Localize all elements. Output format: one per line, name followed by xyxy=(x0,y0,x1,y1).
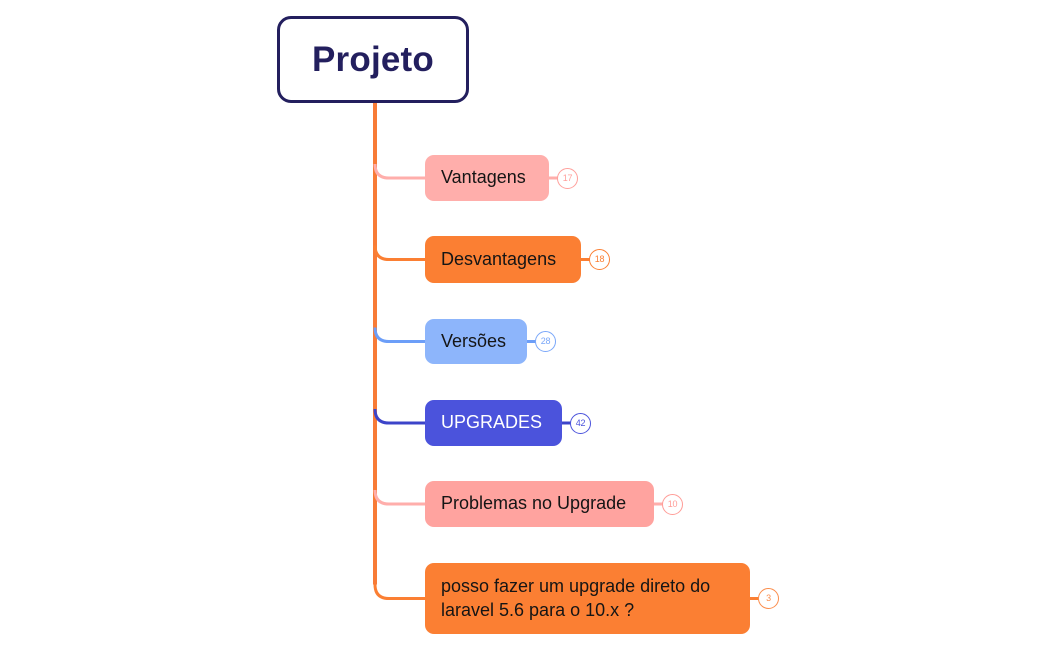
branch-node-vers-es[interactable]: Versões xyxy=(425,319,527,364)
connector-vers-es xyxy=(373,327,425,343)
child-count-value: 28 xyxy=(540,336,551,346)
child-count-badge-posso-fazer-um-upgrade-direto-do-l[interactable]: 3 xyxy=(758,588,779,609)
child-count-badge-desvantagens[interactable]: 18 xyxy=(589,249,610,270)
root-node[interactable]: Projeto xyxy=(277,16,469,103)
child-count-badge-vantagens[interactable]: 17 xyxy=(557,167,578,189)
branch-node-label: Versões xyxy=(441,330,507,351)
child-count-badge-upgrades[interactable]: 42 xyxy=(570,412,591,434)
branch-node-vantagens[interactable]: Vantagens xyxy=(425,155,549,201)
connector-posso-fazer-um-upgrade-direto-do-l xyxy=(373,584,425,600)
branch-node-label: Vantagens xyxy=(441,167,526,188)
child-count-badge-vers-es[interactable]: 28 xyxy=(535,331,556,352)
branch-node-problemas-no-upgrade[interactable]: Problemas no Upgrade xyxy=(425,481,654,527)
child-count-value: 17 xyxy=(562,172,573,183)
branch-node-label: posso fazer um upgrade direto do laravel… xyxy=(441,575,711,620)
child-count-value: 18 xyxy=(594,254,605,264)
branch-node-label: UPGRADES xyxy=(441,412,543,433)
branch-node-label: Desvantagens xyxy=(441,248,557,269)
connector-desvantagens xyxy=(373,245,425,261)
child-count-value: 3 xyxy=(766,593,771,603)
connector-upgrades xyxy=(373,408,425,425)
branch-node-posso-fazer-um-upgrade-direto-do-l[interactable]: posso fazer um upgrade direto do laravel… xyxy=(425,563,750,634)
branch-node-upgrades[interactable]: UPGRADES xyxy=(425,400,562,446)
child-count-value: 42 xyxy=(575,417,586,428)
child-count-badge-problemas-no-upgrade[interactable]: 10 xyxy=(662,493,683,515)
branch-node-desvantagens[interactable]: Desvantagens xyxy=(425,236,581,283)
connector-problemas-no-upgrade xyxy=(373,489,425,506)
branch-node-label: Problemas no Upgrade xyxy=(441,493,627,514)
connector-vantagens xyxy=(373,163,425,180)
child-count-value: 10 xyxy=(667,498,678,509)
root-node-label: Projeto xyxy=(312,40,434,79)
